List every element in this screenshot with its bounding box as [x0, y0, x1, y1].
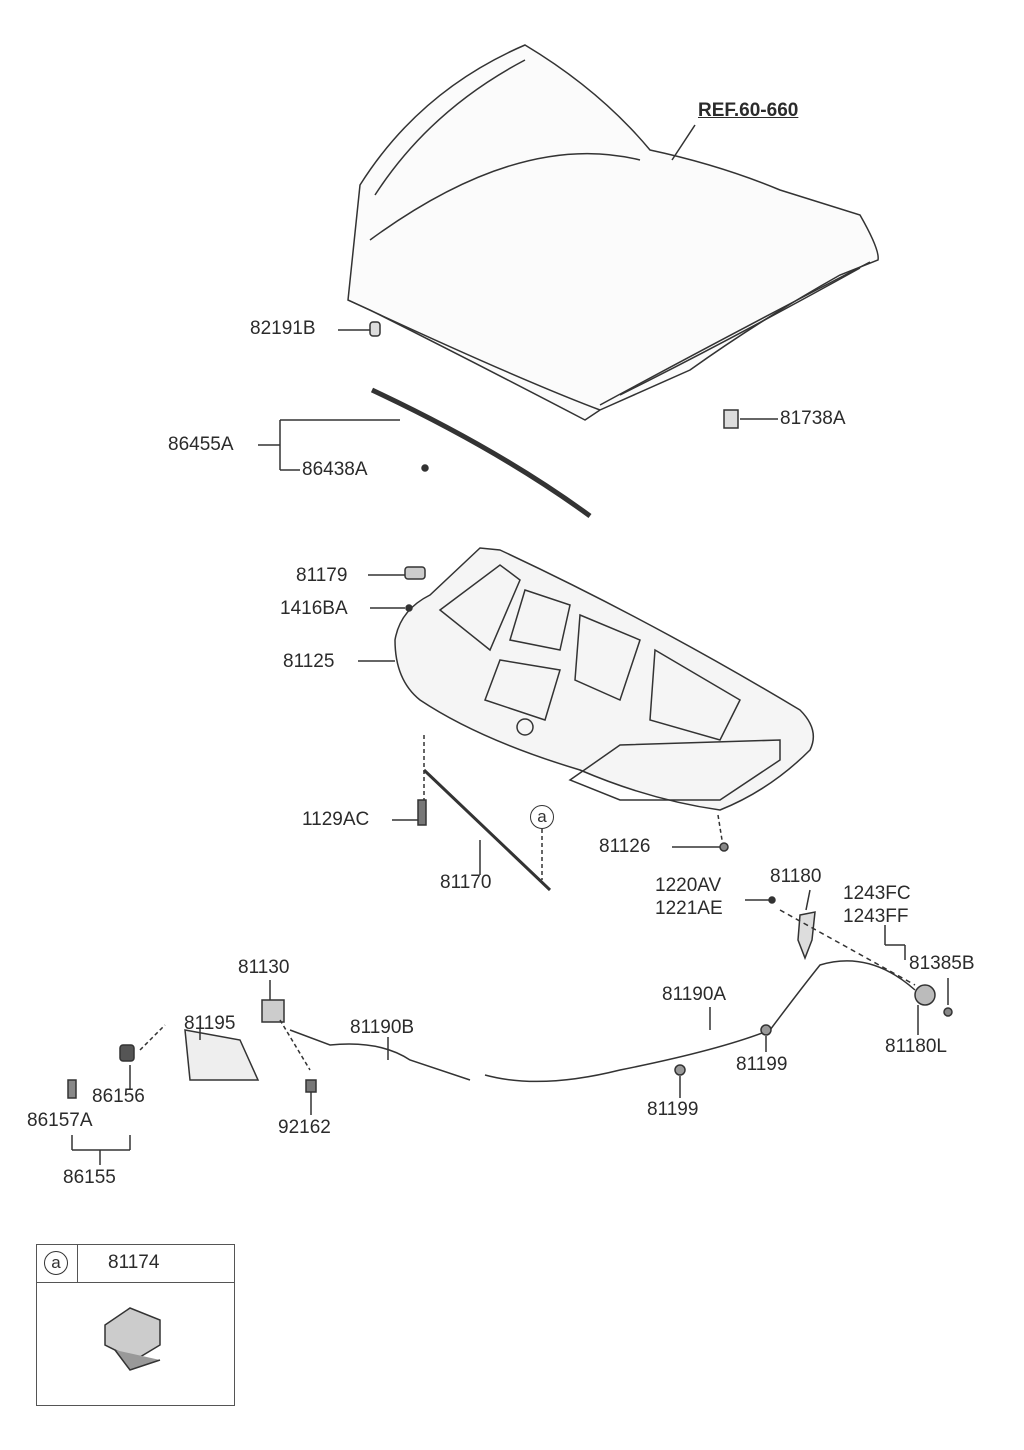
- bracket-81195: [184, 1029, 260, 1081]
- part-label: 81179: [296, 565, 348, 586]
- part-label: 92162: [278, 1117, 331, 1138]
- release-lever: [261, 999, 285, 1023]
- part-label: 81738A: [780, 408, 846, 429]
- hood-stopper: [723, 409, 739, 429]
- part-label: 1416BA: [280, 598, 348, 619]
- reference-label: REF.60-660: [698, 100, 799, 121]
- part-label: 86155: [63, 1167, 116, 1188]
- part-label: 1243FF: [843, 906, 909, 927]
- part-label: 1243FC: [843, 883, 911, 904]
- hood-panel: [347, 44, 879, 421]
- hood-stay-rod: [422, 768, 552, 892]
- part-label: 81195: [184, 1013, 236, 1034]
- part-label: 82191B: [250, 318, 316, 339]
- part-label: 1221AE: [655, 898, 723, 919]
- part-label: 81125: [283, 651, 335, 672]
- cable-81190B: [289, 1029, 471, 1081]
- hood-insulator: [394, 547, 815, 811]
- part-label: 81126: [599, 836, 651, 857]
- part-label: 86438A: [302, 459, 368, 480]
- part-label: 86455A: [168, 434, 234, 455]
- callout-legend-box: a 81174: [36, 1244, 235, 1406]
- leader-line: [671, 124, 696, 161]
- part-81174-illustration: [104, 1307, 161, 1371]
- legend-part-label: 81174: [108, 1252, 160, 1273]
- callout-marker: a: [530, 805, 554, 829]
- part-label: 81190A: [662, 984, 727, 1005]
- legend-marker: a: [44, 1251, 68, 1275]
- part-label: 81190B: [350, 1017, 415, 1038]
- part-label: 1220AV: [655, 875, 722, 896]
- part-label: 81180L: [885, 1036, 947, 1057]
- part-label: 81199: [647, 1099, 699, 1120]
- part-label: 86156: [92, 1086, 145, 1107]
- part-label: 86157A: [27, 1110, 93, 1131]
- hood-latch: [914, 984, 936, 1006]
- release-handle: [797, 911, 816, 961]
- part-label: 81130: [238, 957, 290, 978]
- part-label: 81385B: [909, 953, 975, 974]
- weatherstrip: [370, 387, 592, 519]
- hood-bumper: [369, 321, 381, 337]
- part-label: 81199: [736, 1054, 788, 1075]
- part-label: 81170: [440, 872, 492, 893]
- part-label: 1129AC: [302, 809, 370, 830]
- cable-81190A: [484, 960, 916, 1083]
- part-label: 81180: [770, 866, 822, 887]
